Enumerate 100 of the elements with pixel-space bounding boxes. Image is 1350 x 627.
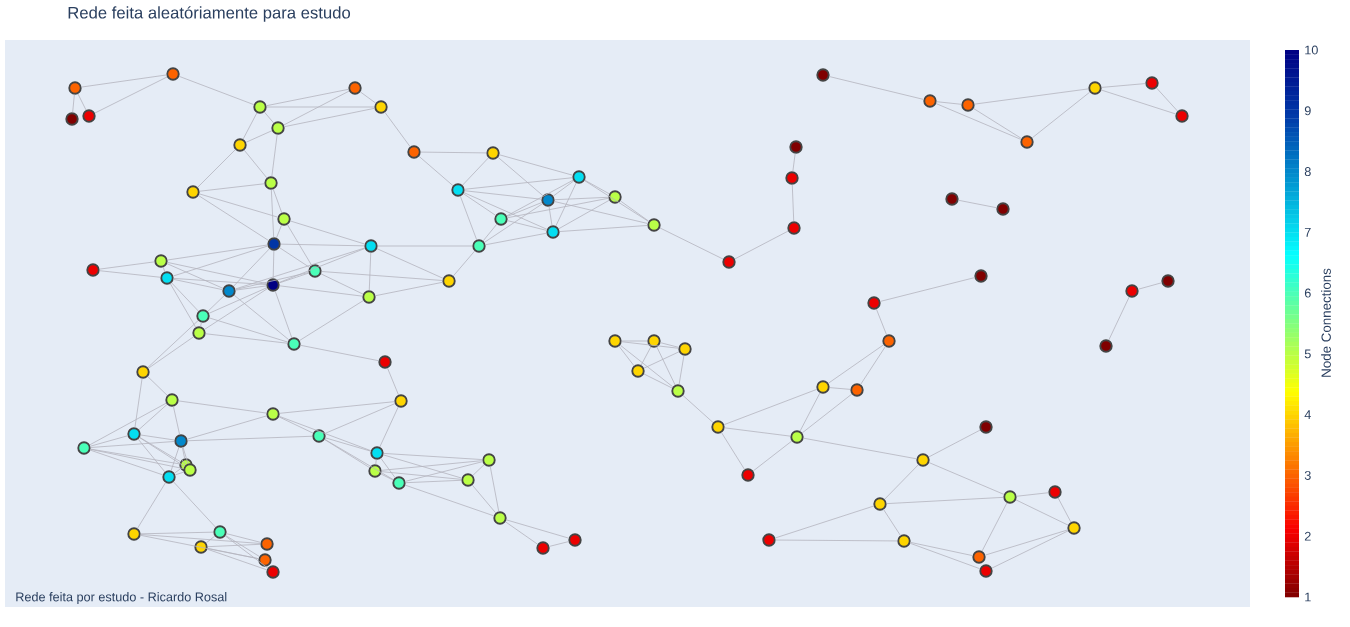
network-edge: [507, 220, 547, 231]
network-edge: [459, 195, 478, 241]
network-node: [266, 407, 280, 421]
network-node: [1020, 135, 1034, 149]
network-edge: [287, 224, 312, 266]
network-edge: [187, 435, 313, 442]
network-node: [972, 550, 986, 564]
network-edge: [140, 434, 175, 441]
network-edge: [360, 91, 377, 104]
network-edge: [325, 437, 371, 452]
network-node: [407, 145, 421, 159]
network-edge: [981, 502, 1008, 552]
network-node: [472, 239, 486, 253]
network-edge: [489, 466, 500, 512]
network-edge: [284, 107, 375, 128]
network-node: [923, 94, 937, 108]
network-edge: [208, 287, 268, 314]
network-edge: [909, 542, 981, 570]
network-edge: [1016, 492, 1049, 497]
network-edge: [245, 130, 273, 143]
network-edge: [724, 427, 791, 437]
tick-label: 8: [1304, 167, 1311, 177]
network-edge: [173, 278, 223, 291]
chart-title: Rede feita aleatóriamente para estudo: [68, 6, 351, 22]
network-edge: [204, 288, 268, 330]
network-edge: [137, 482, 166, 529]
network-edge: [928, 462, 1005, 495]
network-edge: [278, 272, 310, 284]
network-edge: [199, 183, 265, 192]
network-edge: [379, 406, 399, 448]
network-edge: [958, 199, 997, 209]
network-edge: [225, 535, 260, 557]
network-node: [394, 394, 408, 408]
network-node: [1099, 339, 1113, 353]
network-edge: [324, 403, 396, 434]
network-edge: [197, 149, 236, 188]
network-node: [711, 420, 725, 434]
network-edge: [205, 535, 216, 544]
network-edge: [375, 459, 377, 465]
network-node: [312, 429, 326, 443]
network-edge: [280, 243, 365, 247]
network-edge: [380, 473, 394, 481]
tick-label: 3: [1304, 470, 1311, 480]
network-edge: [226, 533, 261, 543]
network-node: [678, 342, 692, 356]
network-edge: [1108, 296, 1130, 341]
network-node: [287, 337, 301, 351]
network-edge: [936, 101, 962, 105]
network-edge: [233, 248, 270, 287]
network-node: [1125, 284, 1139, 298]
network-edge: [985, 529, 1069, 556]
network-edge: [463, 193, 496, 216]
network-edge: [376, 248, 444, 279]
network-node: [916, 453, 930, 467]
network-edge: [734, 230, 789, 260]
axis-title: Node Connections: [1321, 268, 1331, 377]
network-edge: [418, 155, 454, 187]
network-edge: [484, 203, 543, 243]
network-edge: [89, 402, 167, 446]
network-node: [631, 364, 645, 378]
network-node: [364, 239, 378, 253]
network-node: [378, 355, 392, 369]
network-edge: [659, 227, 724, 260]
network-edge: [505, 521, 538, 545]
network-node: [787, 221, 801, 235]
network-node: [192, 326, 206, 340]
network-edge: [90, 441, 175, 448]
network-edge: [235, 285, 267, 291]
network-node: [213, 525, 227, 539]
network-node: [258, 553, 272, 567]
network-node: [174, 434, 188, 448]
network-edge: [935, 103, 1022, 140]
network-edge: [375, 281, 443, 297]
network-node: [374, 100, 388, 114]
network-edge: [173, 278, 267, 285]
network-edge: [300, 344, 379, 362]
network-edge: [506, 519, 569, 539]
network-edge: [207, 295, 225, 312]
network-edge: [72, 94, 75, 113]
network-edge: [381, 460, 483, 471]
network-edge: [621, 340, 648, 342]
network-edge: [271, 134, 278, 177]
network-node: [608, 334, 622, 348]
network-edge: [584, 179, 610, 195]
network-edge: [721, 432, 745, 470]
network-edge: [471, 484, 497, 514]
network-node: [882, 334, 896, 348]
network-node: [253, 100, 267, 114]
network-edge: [147, 320, 199, 368]
network-edge: [974, 88, 1089, 105]
network-node: [897, 534, 911, 548]
network-edge: [263, 111, 275, 124]
network-node: [136, 365, 150, 379]
network-node: [183, 463, 197, 477]
network-edge: [178, 400, 267, 414]
network-edge: [140, 534, 259, 560]
network-node: [482, 453, 496, 467]
network-edge: [174, 471, 185, 476]
network-edge: [187, 415, 267, 440]
network-edge: [876, 308, 887, 336]
